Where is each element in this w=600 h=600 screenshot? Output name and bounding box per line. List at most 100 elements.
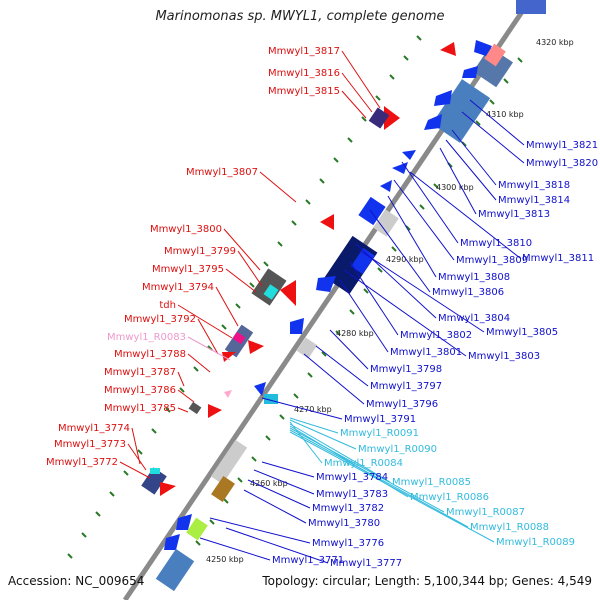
gene-label-right: Mmwyl1_3797: [370, 381, 442, 392]
reverse-strand-genes: [155, 0, 546, 592]
leader-line: [289, 417, 339, 434]
leader-line: [393, 179, 455, 261]
gene-arrow: [164, 534, 180, 550]
gene-arrow: [160, 482, 176, 496]
gene-label-right: Mmwyl1_3821: [526, 140, 598, 151]
leader-line: [343, 269, 467, 357]
gene-arrow: [424, 114, 442, 130]
gene-label-right: Mmwyl1_R0086: [410, 492, 489, 503]
gene-label-right: Mmwyl1_3808: [438, 272, 510, 283]
position-ticks: [67, 35, 523, 588]
leader-line: [131, 427, 141, 465]
map-title: Marinomonas sp. MWYL1, complete genome: [155, 9, 445, 24]
gene-block: [155, 548, 195, 592]
leader-line: [253, 469, 315, 495]
leader-line: [225, 268, 257, 293]
leader-line: [127, 443, 147, 471]
gene-label-right: Mmwyl1_3803: [468, 351, 540, 362]
leader-line: [209, 517, 311, 544]
gene-block: [516, 0, 546, 14]
gene-block: [368, 107, 390, 129]
gene-label-right: Mmwyl1_3811: [522, 253, 594, 264]
gene-block: [263, 284, 279, 300]
gene-label-right: Mmwyl1_3782: [312, 503, 384, 514]
gene-arrow: [384, 106, 400, 130]
gene-label-right: Mmwyl1_R0084: [324, 458, 403, 469]
kbp-label: 4250 kbp: [206, 555, 244, 564]
leader-line: [329, 329, 369, 370]
leader-line: [247, 479, 311, 509]
label-leaders: [119, 50, 525, 564]
leader-line: [401, 161, 459, 244]
gene-arrow: [402, 150, 416, 160]
leader-line: [289, 429, 469, 528]
gene-label-right: Mmwyl1_3784: [316, 472, 388, 483]
leader-line: [187, 336, 231, 361]
gene-label-right: Mmwyl1_3798: [370, 364, 442, 375]
gene-arrow: [290, 318, 304, 334]
gene-label-right: Mmwyl1_3813: [478, 209, 550, 220]
gene-arrow: [440, 42, 456, 56]
gene-label-right: Mmwyl1_3810: [460, 238, 532, 249]
gene-arrow: [320, 214, 334, 230]
leader-line: [445, 139, 497, 201]
gene-block: [210, 439, 248, 485]
gene-label-right: Mmwyl1_3791: [344, 414, 416, 425]
gene-label-right: Mmwyl1_R0091: [340, 428, 419, 439]
accession-text: Accession: NC_009654: [8, 574, 145, 588]
leader-line: [177, 407, 189, 413]
leader-line: [261, 397, 343, 420]
gene-label-left: Mmwyl1_3800: [150, 224, 222, 235]
gene-block: [150, 468, 160, 474]
leader-line: [119, 461, 151, 479]
leader-line: [439, 147, 477, 215]
gene-label-right: Mmwyl1_R0087: [446, 507, 525, 518]
gene-label-right: Mmwyl1_3802: [400, 330, 472, 341]
leader-line: [387, 195, 437, 278]
gene-arrow: [380, 180, 392, 192]
gene-label-left: Mmwyl1_3792: [124, 314, 196, 325]
gene-arrow: [474, 40, 492, 56]
gene-label-right: Mmwyl1_R0088: [470, 522, 549, 533]
gene-label-left: Mmwyl1_3794: [142, 282, 214, 293]
gene-label-right: Mmwyl1_3805: [486, 327, 558, 338]
gene-label-left: Mmwyl1_3787: [104, 367, 176, 378]
left-labels: Mmwyl1_3817Mmwyl1_3816Mmwyl1_3815Mmwyl1_…: [46, 46, 340, 468]
leader-line: [289, 431, 495, 543]
gene-label-right: Mmwyl1_3814: [498, 195, 570, 206]
gene-arrow: [248, 340, 264, 354]
leader-line: [215, 286, 239, 327]
leader-line: [341, 72, 373, 113]
gene-arrow: [222, 352, 236, 362]
leader-line: [315, 345, 369, 387]
kbp-label: 4270 kbp: [294, 405, 332, 414]
gene-label-right: Mmwyl1_3771: [272, 555, 344, 566]
topology-text: Topology: circular; Length: 5,100,344 bp…: [262, 574, 592, 588]
kbp-label: 4310 kbp: [486, 110, 524, 119]
leader-line: [303, 353, 365, 405]
gene-label-right: Mmwyl1_3804: [438, 313, 510, 324]
gene-label-right: Mmwyl1_3776: [312, 538, 384, 549]
kbp-label: 4290 kbp: [386, 255, 424, 264]
leader-line: [197, 318, 219, 355]
gene-label-right: Mmwyl1_R0090: [358, 444, 437, 455]
gene-label-right: Mmwyl1_3780: [308, 518, 380, 529]
gene-label-left: Mmwyl1_R0083: [107, 332, 186, 343]
leader-line: [177, 304, 233, 339]
gene-label-right: Mmwyl1_3809: [456, 255, 528, 266]
leader-line: [289, 427, 445, 513]
gene-block: [358, 196, 386, 226]
gene-arrow: [224, 390, 232, 398]
kbp-label: 4320 kbp: [536, 38, 574, 47]
gene-block: [373, 209, 399, 237]
gene-label-left: Mmwyl1_3807: [186, 167, 258, 178]
gene-block: [188, 401, 202, 415]
gene-label-left: Mmwyl1_3786: [104, 385, 176, 396]
leader-line: [361, 251, 485, 333]
gene-label-left: Mmwyl1_3795: [152, 264, 224, 275]
gene-label-left: Mmwyl1_3815: [268, 86, 340, 97]
kbp-label: 4260 kbp: [250, 479, 288, 488]
gene-arrow: [176, 514, 192, 530]
leader-line: [369, 209, 431, 293]
gene-arrow: [462, 66, 478, 78]
